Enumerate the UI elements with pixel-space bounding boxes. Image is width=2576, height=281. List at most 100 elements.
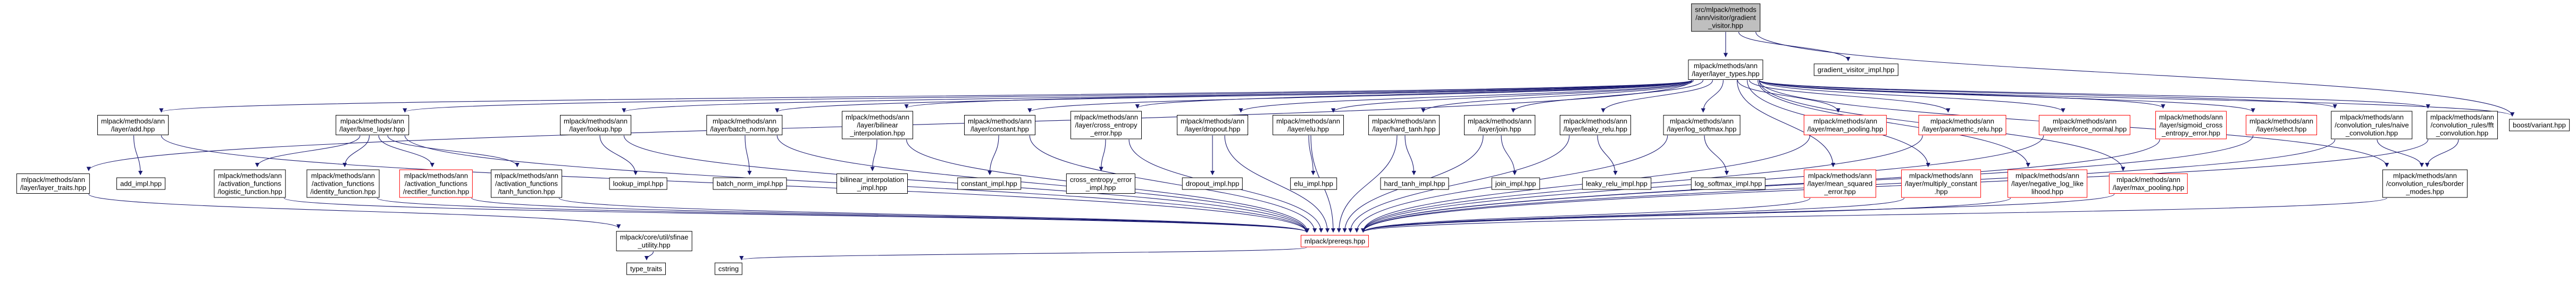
edge-layer_types-mean_pooling bbox=[1737, 80, 1841, 113]
graph-node-identity_function[interactable]: mlpack/methods/ann/activation_functions/… bbox=[306, 169, 380, 198]
node-label-line: /layer/hard_tanh.hpp bbox=[1372, 125, 1436, 133]
node-label-line: /layer/bilinear bbox=[857, 121, 898, 129]
graph-node-join[interactable]: mlpack/methods/ann/layer/join.hpp bbox=[1464, 115, 1535, 135]
graph-node-fft_convolution[interactable]: mlpack/methods/ann/convolution_rules/fft… bbox=[2427, 111, 2498, 139]
graph-node-prereqs[interactable]: mlpack/prereqs.hpp bbox=[1300, 235, 1369, 247]
node-label-line: mlpack/methods/ann bbox=[1563, 117, 1627, 125]
graph-node-elu_impl[interactable]: elu_impl.hpp bbox=[1290, 177, 1337, 190]
graph-node-cross_entropy_error_impl[interactable]: cross_entropy_error_impl.hpp bbox=[1066, 173, 1136, 194]
graph-node-log_softmax_impl[interactable]: log_softmax_impl.hpp bbox=[1691, 177, 1766, 190]
graph-node-layer_traits[interactable]: mlpack/methods/ann/layer/layer_traits.hp… bbox=[16, 173, 90, 194]
graph-node-leaky_relu_impl[interactable]: leaky_relu_impl.hpp bbox=[1582, 177, 1651, 190]
graph-node-batch_norm[interactable]: mlpack/methods/ann/layer/batch_norm.hpp bbox=[706, 115, 783, 135]
graph-node-constant[interactable]: mlpack/methods/ann/layer/constant.hpp bbox=[964, 115, 1035, 135]
edge-layer_types-cross_entropy_error bbox=[1135, 80, 1693, 109]
graph-node-base_layer[interactable]: mlpack/methods/ann/layer/base_layer.hpp bbox=[336, 115, 409, 135]
node-label-line: leaky_relu_impl.hpp bbox=[1586, 179, 1647, 188]
node-label-line: join_impl.hpp bbox=[1495, 179, 1536, 188]
graph-node-type_traits[interactable]: type_traits bbox=[626, 262, 666, 275]
graph-node-elu[interactable]: mlpack/methods/ann/layer/elu.hpp bbox=[1273, 115, 1344, 135]
node-label-line: mlpack/methods/ann bbox=[1074, 113, 1138, 121]
edge-log_softmax-log_softmax_impl bbox=[1704, 135, 1729, 176]
edge-layer_types-log_softmax bbox=[1701, 80, 1724, 113]
node-label-line: _error.hpp bbox=[1824, 187, 1856, 196]
node-label-line: /layer/layer_types.hpp bbox=[1692, 70, 1760, 78]
graph-node-select[interactable]: mlpack/methods/ann/layer/select.hpp bbox=[2246, 115, 2317, 135]
graph-node-constant_impl[interactable]: constant_impl.hpp bbox=[957, 177, 1021, 190]
edge-elu-elu_impl bbox=[1308, 135, 1316, 176]
node-label-line: cross_entropy_error bbox=[1069, 176, 1132, 184]
edge-layer_types-base_layer bbox=[403, 80, 1693, 113]
node-label-line: mlpack/methods/ann bbox=[1808, 171, 1872, 180]
graph-node-multiply_constant[interactable]: mlpack/methods/ann/layer/multiply_consta… bbox=[1901, 169, 1981, 198]
graph-node-log_softmax[interactable]: mlpack/methods/ann/layer/log_softmax.hpp bbox=[1663, 115, 1741, 135]
edge-batch_norm-batch_norm_impl bbox=[745, 135, 752, 176]
graph-node-naive_convolution[interactable]: mlpack/methods/ann/convolution_rules/nai… bbox=[2331, 111, 2413, 139]
node-label-line: /layer/multiply_constant bbox=[1905, 179, 1977, 188]
graph-node-border_modes[interactable]: mlpack/methods/ann/convolution_rules/bor… bbox=[2382, 169, 2468, 198]
node-label-line: mlpack/methods/ann bbox=[1276, 117, 1340, 125]
graph-node-mean_pooling[interactable]: mlpack/methods/ann/layer/mean_pooling.hp… bbox=[1803, 115, 1887, 135]
graph-node-layer_types[interactable]: mlpack/methods/ann/layer/layer_types.hpp bbox=[1688, 60, 1763, 80]
node-label-line: /layer/sigmoid_cross bbox=[2159, 121, 2223, 129]
node-label-line: /layer/lookup.hpp bbox=[569, 125, 622, 133]
node-label-line: /logistic_function.hpp bbox=[218, 187, 282, 196]
node-label-line: .hpp bbox=[1934, 187, 1948, 196]
graph-node-negative_log_likelihood[interactable]: mlpack/methods/ann/layer/negative_log_li… bbox=[2008, 169, 2087, 198]
graph-node-sigmoid_cross_entropy_error[interactable]: mlpack/methods/ann/layer/sigmoid_cross_e… bbox=[2155, 111, 2227, 139]
graph-node-lookup_impl[interactable]: lookup_impl.hpp bbox=[609, 177, 667, 190]
graph-node-reinforce_normal[interactable]: mlpack/methods/ann/layer/reinforce_norma… bbox=[2038, 115, 2131, 135]
graph-node-dropout_impl[interactable]: dropout_impl.hpp bbox=[1182, 177, 1243, 190]
graph-node-tanh_function[interactable]: mlpack/methods/ann/activation_functions/… bbox=[491, 169, 562, 198]
graph-node-add[interactable]: mlpack/methods/ann/layer/add.hpp bbox=[97, 115, 169, 135]
node-label-line: /layer/mean_squared bbox=[1807, 179, 1873, 188]
node-label-line: mlpack/methods/ann bbox=[2053, 117, 2117, 125]
node-label-line: _convolution.hpp bbox=[2345, 129, 2398, 137]
node-label-line: mlpack/methods/ann bbox=[968, 117, 1032, 125]
graph-node-mean_squared_error[interactable]: mlpack/methods/ann/layer/mean_squared_er… bbox=[1803, 169, 1877, 198]
graph-node-batch_norm_impl[interactable]: batch_norm_impl.hpp bbox=[713, 177, 787, 190]
node-label-line: /activation_functions bbox=[405, 179, 467, 188]
graph-node-gradient_visitor_impl[interactable]: gradient_visitor_impl.hpp bbox=[1813, 63, 1898, 76]
graph-node-hard_tanh[interactable]: mlpack/methods/ann/layer/hard_tanh.hpp bbox=[1368, 115, 1440, 135]
graph-node-hard_tanh_impl[interactable]: hard_tanh_impl.hpp bbox=[1380, 177, 1449, 190]
node-label-line: /layer/batch_norm.hpp bbox=[710, 125, 779, 133]
graph-node-dropout[interactable]: mlpack/methods/ann/layer/dropout.hpp bbox=[1177, 115, 1248, 135]
node-label-line: mlpack/methods/ann bbox=[1694, 62, 1758, 70]
edge-border_modes-prereqs bbox=[1361, 197, 2387, 233]
graph-node-lookup[interactable]: mlpack/methods/ann/layer/lookup.hpp bbox=[560, 115, 631, 135]
graph-node-logistic_function[interactable]: mlpack/methods/ann/activation_functions/… bbox=[214, 169, 286, 198]
edge-layer_types-elu bbox=[1331, 80, 1693, 113]
graph-node-cstring[interactable]: cstring bbox=[714, 262, 743, 275]
edge-layer_types-lookup bbox=[622, 80, 1693, 113]
node-label-line: mlpack/methods/ann bbox=[340, 117, 404, 125]
node-label-line: _impl.hpp bbox=[1085, 184, 1116, 192]
graph-node-bilinear_interpolation[interactable]: mlpack/methods/ann/layer/bilinear_interp… bbox=[842, 111, 913, 139]
node-label-line: /identity_function.hpp bbox=[310, 187, 376, 196]
edge-layer_types-add bbox=[159, 80, 1693, 113]
node-label-line: mlpack/methods/ann bbox=[846, 113, 909, 121]
graph-node-leaky_relu[interactable]: mlpack/methods/ann/layer/leaky_relu.hpp bbox=[1560, 115, 1631, 135]
graph-node-add_impl[interactable]: add_impl.hpp bbox=[116, 177, 166, 190]
node-label-line: /layer/layer_traits.hpp bbox=[20, 184, 87, 192]
node-label-line: mlpack/methods/ann bbox=[2117, 176, 2180, 184]
graph-node-gradient_visitor[interactable]: src/mlpack/methods/ann/visitor/gradient_… bbox=[1691, 3, 1760, 32]
graph-node-bilinear_interpolation_impl[interactable]: bilinear_interpolation_impl.hpp bbox=[837, 173, 908, 194]
node-label-line: /layer/base_layer.hpp bbox=[339, 125, 405, 133]
graph-node-join_impl[interactable]: join_impl.hpp bbox=[1491, 177, 1540, 190]
node-label-line: mlpack/methods/ann bbox=[311, 171, 375, 180]
graph-node-max_pooling[interactable]: mlpack/methods/ann/layer/max_pooling.hpp bbox=[2109, 173, 2188, 194]
node-label-line: /layer/cross_entropy bbox=[1075, 121, 1138, 129]
graph-node-cross_entropy_error[interactable]: mlpack/methods/ann/layer/cross_entropy_e… bbox=[1070, 111, 1142, 139]
graph-node-sfinae_utility[interactable]: mlpack/core/util/sfinae_utility.hpp bbox=[616, 231, 692, 251]
node-label-line: _error.hpp bbox=[1090, 129, 1122, 137]
graph-node-parametric_relu[interactable]: mlpack/methods/ann/layer/parametric_relu… bbox=[1918, 115, 2006, 135]
node-label-line: mlpack/methods/ann bbox=[218, 171, 282, 180]
graph-node-boost_variant[interactable]: boost/variant.hpp bbox=[2509, 119, 2570, 131]
node-label-line: elu_impl.hpp bbox=[1294, 179, 1333, 188]
node-label-line: /activation_functions bbox=[495, 179, 558, 188]
node-label-line: mlpack/methods/ann bbox=[2249, 117, 2313, 125]
edge-sfinae_utility-type_traits bbox=[644, 251, 654, 261]
graph-node-rectifier_function[interactable]: mlpack/methods/ann/activation_functions/… bbox=[399, 169, 473, 198]
